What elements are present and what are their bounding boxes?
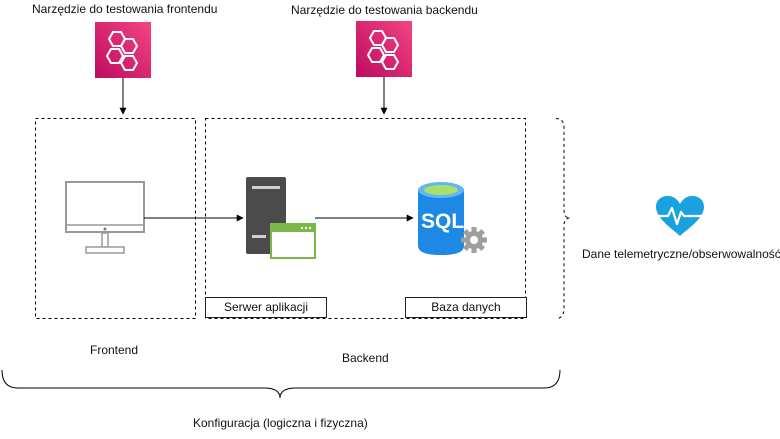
frontend-tool-label: Narzędzie do testowania frontendu (32, 2, 218, 16)
sql-database-icon (418, 182, 487, 255)
telemetry-bracket (555, 118, 571, 319)
monitor-icon (65, 181, 145, 254)
backend-group-box (205, 118, 526, 319)
backend-testing-tool-icon (356, 21, 412, 77)
app-server-icon (246, 177, 316, 259)
backend-tool-label: Narzędzie do testowania backendu (291, 3, 478, 17)
telemetry-heart-icon (656, 196, 704, 236)
frontend-group-label: Frontend (90, 343, 139, 357)
app-server-label: Serwer aplikacji (205, 297, 327, 318)
sql-icon-text: SQL (421, 210, 465, 233)
telemetry-label: Dane telemetryczne/obserwowalność (582, 247, 780, 261)
database-label: Baza danych (405, 297, 527, 318)
config-brace (1, 369, 561, 399)
backend-group-label: Backend (342, 351, 389, 365)
config-label: Konfiguracja (logiczna i fizyczna) (193, 416, 368, 430)
frontend-testing-tool-icon (95, 22, 151, 78)
